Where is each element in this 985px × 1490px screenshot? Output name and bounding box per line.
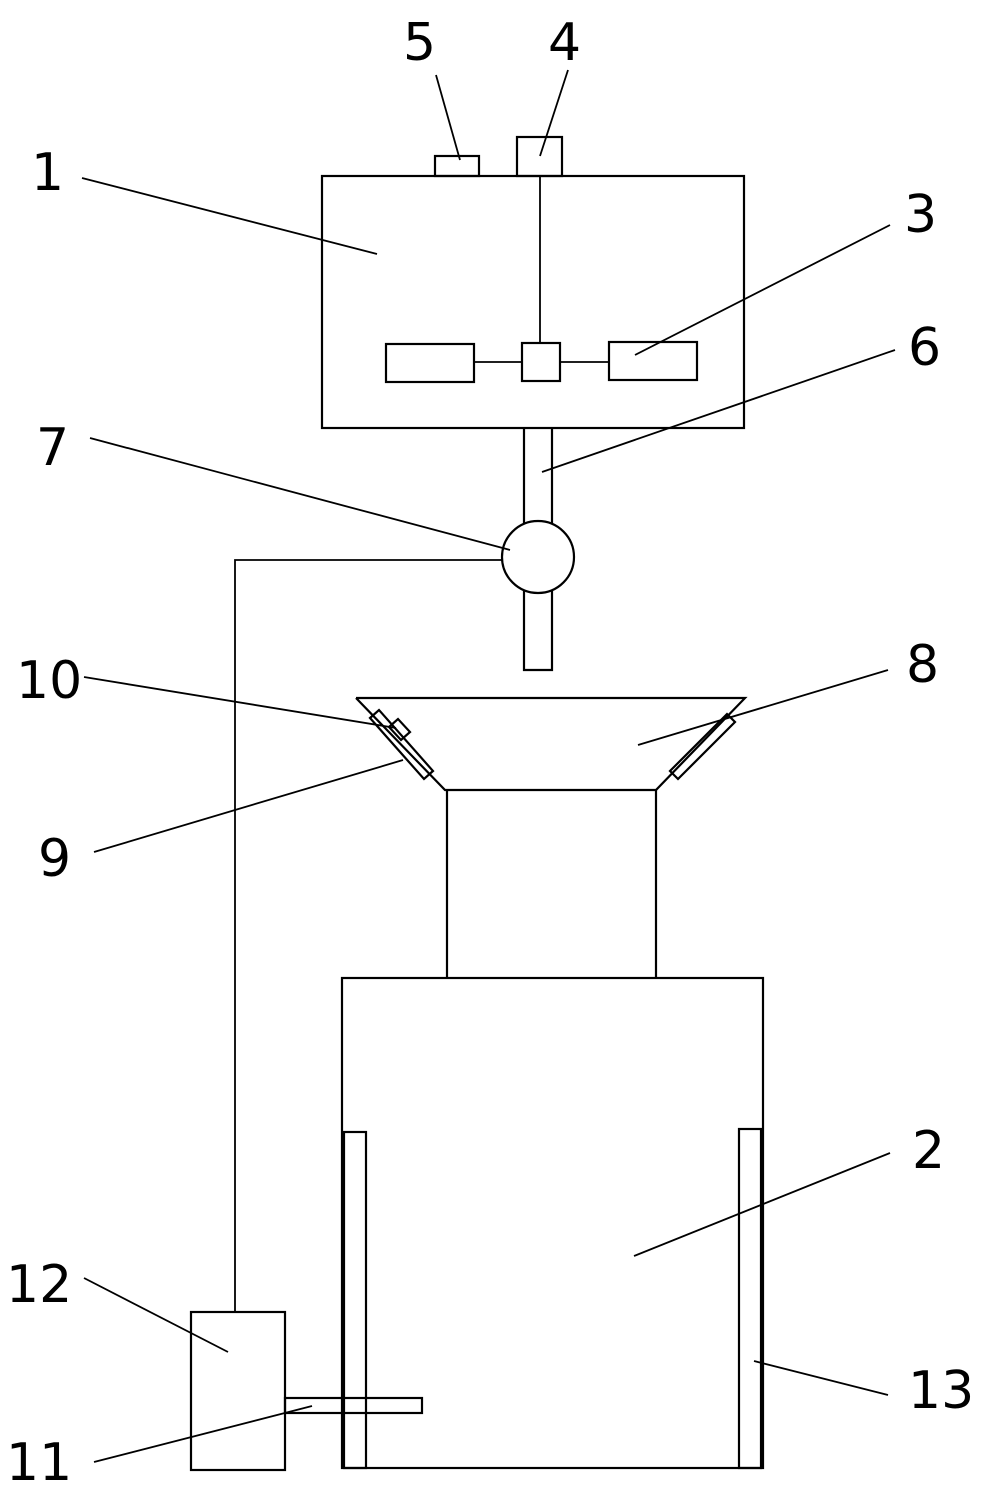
leader-12 [83, 1277, 229, 1353]
label-12: 12 [6, 1255, 72, 1315]
leader-8 [637, 669, 889, 746]
leader-4 [539, 69, 569, 157]
label-9: 9 [38, 829, 71, 889]
leader-5 [435, 74, 461, 161]
label-11: 11 [6, 1433, 72, 1490]
pipe-lower [522, 591, 554, 672]
funnel-sensor [387, 717, 412, 742]
leader-11 [93, 1405, 313, 1463]
motor [515, 135, 564, 178]
upper-tank-body [320, 174, 746, 430]
label-7: 7 [36, 418, 69, 478]
label-6: 6 [908, 318, 941, 378]
stirrer-hub [520, 341, 562, 383]
leader-7 [89, 437, 511, 551]
leader-1 [81, 177, 378, 255]
inner-plate-left [342, 1130, 368, 1470]
leader-6 [541, 349, 896, 473]
leader-10 [83, 676, 397, 729]
leader-9 [93, 759, 404, 853]
stirrer-blade-left [384, 342, 476, 384]
discharge-pipe [500, 428, 576, 672]
control-wire [234, 559, 502, 1312]
valve [500, 519, 576, 595]
label-5: 5 [403, 13, 436, 73]
funnel-plate-left [368, 708, 435, 781]
lower-tank [340, 976, 765, 1470]
label-2: 2 [912, 1121, 945, 1181]
leader-3 [634, 224, 891, 356]
label-1: 1 [31, 143, 64, 203]
part-labels: 1 5 4 3 6 7 8 10 9 2 13 12 11 [6, 13, 974, 1490]
leader-lines [81, 69, 896, 1463]
label-4: 4 [548, 13, 581, 73]
label-8: 8 [906, 635, 939, 695]
top-fitting [433, 154, 481, 178]
inner-plate-right [737, 1127, 763, 1470]
lower-tank-body [340, 976, 765, 1470]
leader-13 [753, 1360, 889, 1396]
funnel-body [355, 696, 748, 792]
stirrer-blade-right [607, 340, 699, 382]
label-3: 3 [904, 185, 937, 245]
leader-2 [633, 1152, 891, 1257]
upper-tank [320, 135, 746, 430]
label-13: 13 [908, 1361, 974, 1421]
control-box [189, 1310, 287, 1472]
probe-rod [283, 1396, 424, 1415]
funnel-plate-right [668, 712, 737, 781]
label-10: 10 [16, 651, 82, 711]
funnel-hopper [355, 696, 748, 792]
